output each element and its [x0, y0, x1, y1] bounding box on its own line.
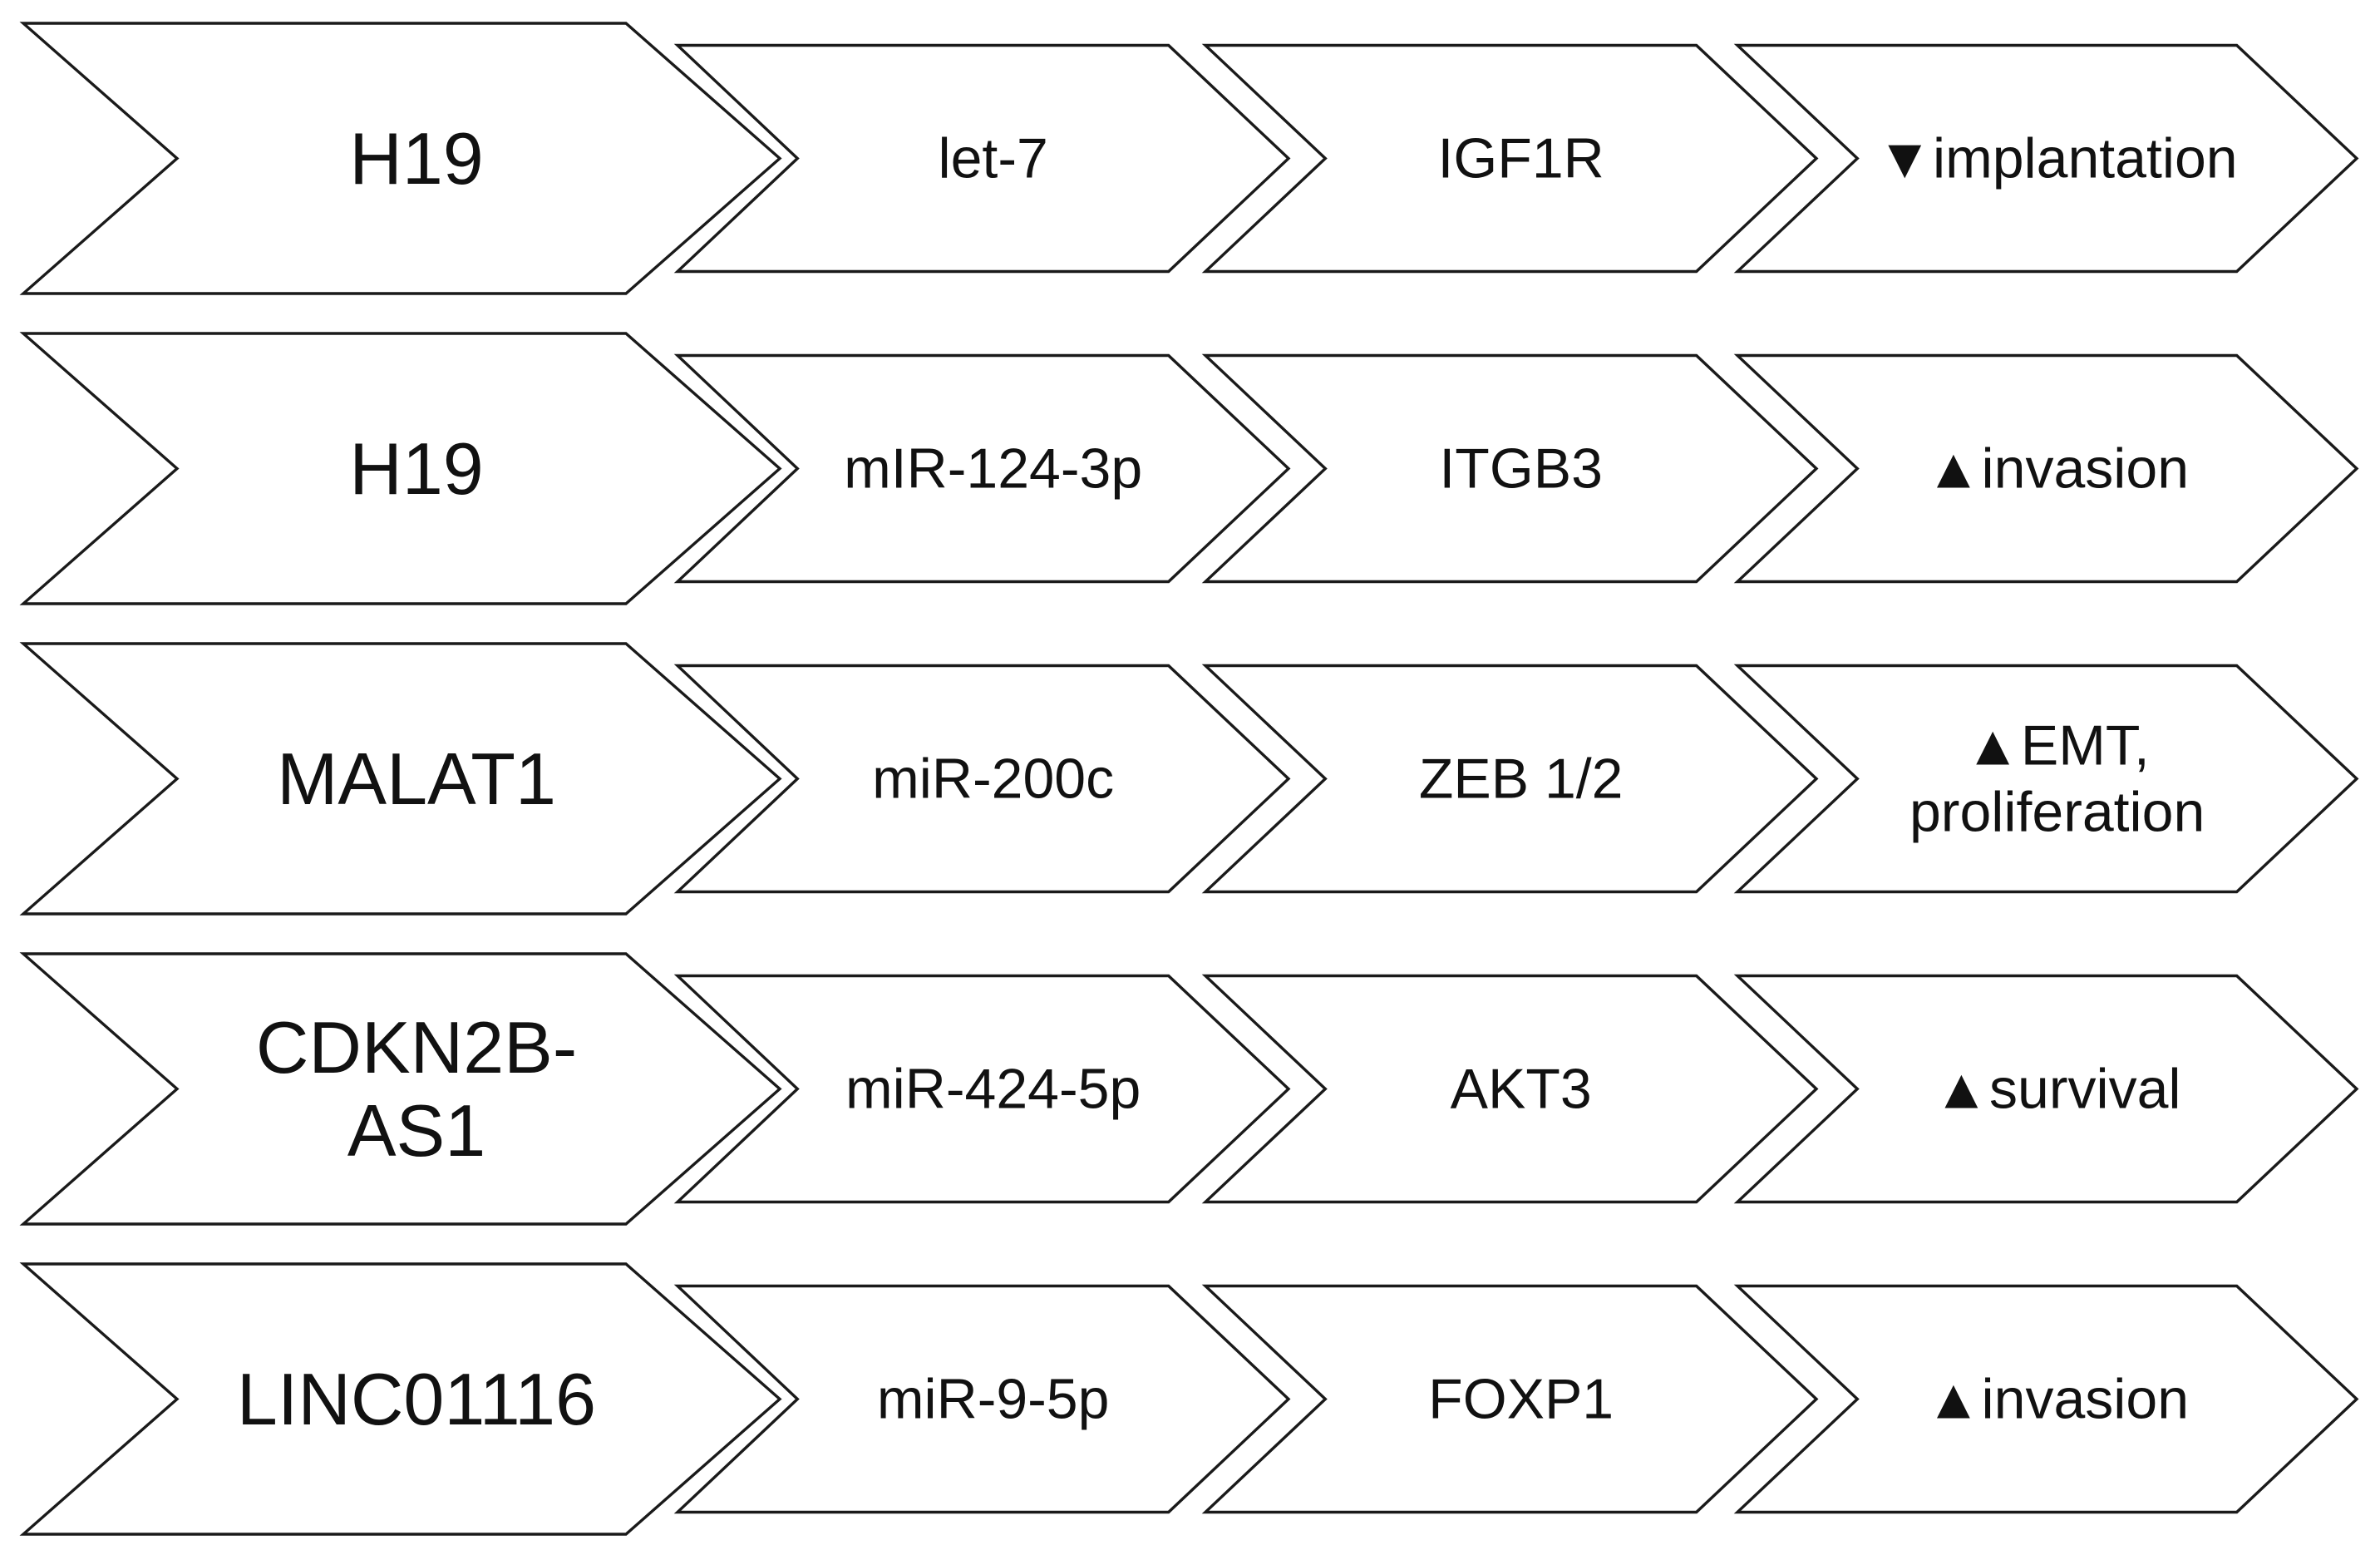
- lncrna-label: H19: [349, 117, 483, 200]
- target-step-chevron: [1201, 43, 1819, 274]
- pathway-row: H19 let-7 IGF1R ▼implantation: [19, 22, 2359, 295]
- outcome-step-chevron: [1733, 353, 2359, 584]
- lncrna-label: AS1: [347, 1089, 485, 1172]
- lncrna-label: CDKN2B-: [256, 1006, 577, 1088]
- mirna-step-chevron: [673, 664, 1291, 894]
- mirna-step-label: miR-200c: [872, 748, 1114, 811]
- target-step-chevron: [1201, 974, 1819, 1204]
- pathway-row: LINC01116 miR-9-5p FOXP1 ▲invasion: [19, 1262, 2359, 1536]
- target-step-label: ZEB 1/2: [1419, 748, 1624, 811]
- mirna-step-chevron: [673, 974, 1291, 1204]
- lncrna-chevron: [19, 952, 782, 1226]
- mirna-step-chevron: [673, 1284, 1291, 1514]
- lncrna-label: LINC01116: [237, 1358, 596, 1440]
- outcome-step-label: ▲EMT,: [1965, 714, 2150, 777]
- mirna-step-label: let-7: [939, 127, 1048, 190]
- target-step-label: ITGB3: [1439, 437, 1603, 501]
- lncrna-label: MALAT1: [277, 738, 556, 820]
- outcome-step-label: ▼implantation: [1877, 127, 2238, 190]
- mirna-step-chevron: [673, 353, 1291, 584]
- lncrna-chevron: [19, 332, 782, 605]
- target-step-label: IGF1R: [1438, 127, 1604, 190]
- target-step-chevron: [1201, 1284, 1819, 1514]
- mirna-step-label: miR-424-5p: [845, 1058, 1141, 1121]
- mirna-step-label: miR-9-5p: [877, 1368, 1110, 1431]
- outcome-step-chevron: [1733, 1284, 2359, 1514]
- pathway-row: H19 mIR-124-3p ITGB3 ▲invasion: [19, 332, 2359, 605]
- outcome-step-label: ▲invasion: [1925, 437, 2189, 501]
- target-step-chevron: [1201, 353, 1819, 584]
- outcome-step-chevron: [1733, 974, 2359, 1204]
- lncrna-chevron: [19, 642, 782, 916]
- outcome-step-label: ▲survival: [1934, 1058, 2181, 1121]
- outcome-step-chevron: [1733, 664, 2359, 894]
- pathway-row: MALAT1 miR-200c ZEB 1/2 ▲EMT,proliferation: [19, 642, 2359, 916]
- target-step-label: AKT3: [1451, 1058, 1592, 1121]
- outcome-step-label: ▲invasion: [1925, 1368, 2189, 1431]
- target-step-label: FOXP1: [1428, 1368, 1614, 1431]
- mirna-step-chevron: [673, 43, 1291, 274]
- outcome-step-chevron: [1733, 43, 2359, 274]
- lncrna-label: H19: [349, 427, 483, 510]
- mirna-step-label: mIR-124-3p: [844, 437, 1142, 501]
- outcome-step-label: proliferation: [1909, 781, 2205, 844]
- target-step-chevron: [1201, 664, 1819, 894]
- lncrna-chevron: [19, 1262, 782, 1536]
- lncrna-chevron: [19, 22, 782, 295]
- pathway-row: CDKN2B-AS1 miR-424-5p AKT3 ▲survival: [19, 952, 2359, 1226]
